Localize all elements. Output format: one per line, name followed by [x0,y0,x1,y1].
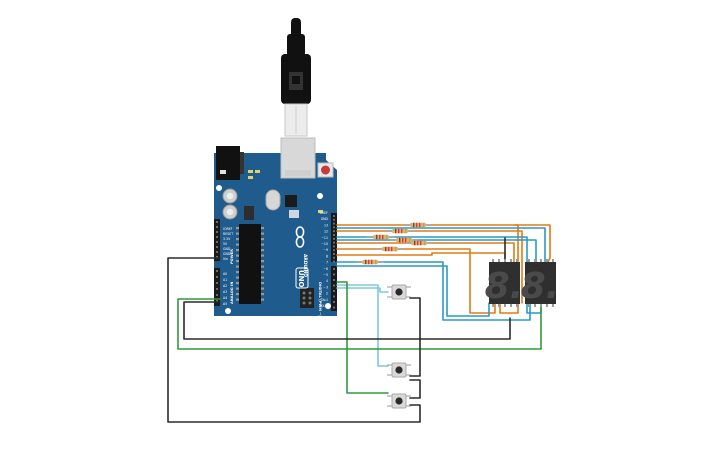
pin-label: RX◂0 [320,304,328,308]
pin-label: 7 [326,261,328,265]
pin-label: 4 [326,279,328,283]
pin-label: AREF [320,211,328,215]
display-digits: 8. [521,266,560,307]
resistor[interactable] [367,234,395,240]
wire-green-2 [177,298,542,350]
pin-label: IOREF [223,227,233,231]
wires [167,224,551,423]
wire-orange-4 [336,248,496,314]
analog-header [214,268,220,306]
pin-label: GND [321,217,329,221]
atmega-chip [239,224,261,304]
wire-lightblue-1 [336,287,389,293]
wire-black-4 [409,379,421,399]
arduino-brand: ARDUINO [302,254,308,277]
wire-orange-1 [336,224,519,314]
pin-label: ~9 [323,248,328,252]
pin-label: A2 [223,284,227,288]
pin-label: A4 [223,296,227,300]
pushbutton[interactable] [387,284,411,300]
wire-orange-6 [514,224,551,263]
pin-label: TX▸1 [319,298,328,302]
resistor[interactable] [390,237,418,243]
digital-header-upper [331,213,337,262]
wire-green-1 [336,281,389,394]
wire-orange-5 [336,252,506,304]
seven-segment-displays: 8.8. [485,259,560,307]
wire-teal-5 [336,265,490,317]
pin-label: ~11 [321,236,328,240]
arduino-logo [295,226,305,248]
pushbuttons [387,284,411,409]
board-name: UNO [297,270,305,288]
pin-label: 5V [223,242,228,246]
pin-label: ~6 [323,267,328,271]
pin-label: A5 [223,302,227,306]
seven-segment-display[interactable]: 8. [521,259,560,307]
wire-orange-3 [336,242,515,263]
wire-teal-4 [336,261,531,321]
pin-label: A0 [223,272,227,276]
pin-label: 3.3V [223,237,231,241]
resistor[interactable] [404,222,432,228]
pin-label: GND [223,247,231,251]
pin-label: RESET [223,232,233,236]
pushbutton[interactable] [387,362,411,378]
digital-header-lower [331,266,337,311]
wire-black-1 [183,301,511,340]
analog-label: ANALOG IN [230,282,234,304]
pin-label: ~10 [321,242,328,246]
power-label: POWER [230,249,234,264]
digital-label: DIGITAL (PWM ~) [318,282,322,317]
seven-segment-display[interactable]: 8. [485,259,524,307]
power-header [214,219,220,261]
usb-cable[interactable] [281,18,311,137]
power-jack [216,146,240,180]
pin-label: 13 [324,223,328,227]
resistor[interactable] [386,228,414,234]
pin-label: ~3 [323,285,328,289]
wire-black-2 [167,257,421,423]
pin-label: GND [223,252,231,256]
wire-black-3 [409,297,421,377]
pin-label: Vin [223,257,228,261]
pin-label: ~5 [323,273,328,277]
wire-lightblue-2 [336,284,389,367]
pin-label: 2 [326,292,328,296]
display-digits: 8. [485,266,524,307]
wire-teal-1 [336,227,546,263]
pin-label: 8 [326,254,328,258]
pin-label: A1 [223,278,227,282]
resistors [356,222,433,265]
pin-label: 12 [324,230,328,234]
resistor[interactable] [405,240,433,246]
pin-label: A3 [223,290,227,294]
pushbutton[interactable] [387,393,411,409]
resistor[interactable] [356,259,384,265]
resistor[interactable] [376,246,404,252]
